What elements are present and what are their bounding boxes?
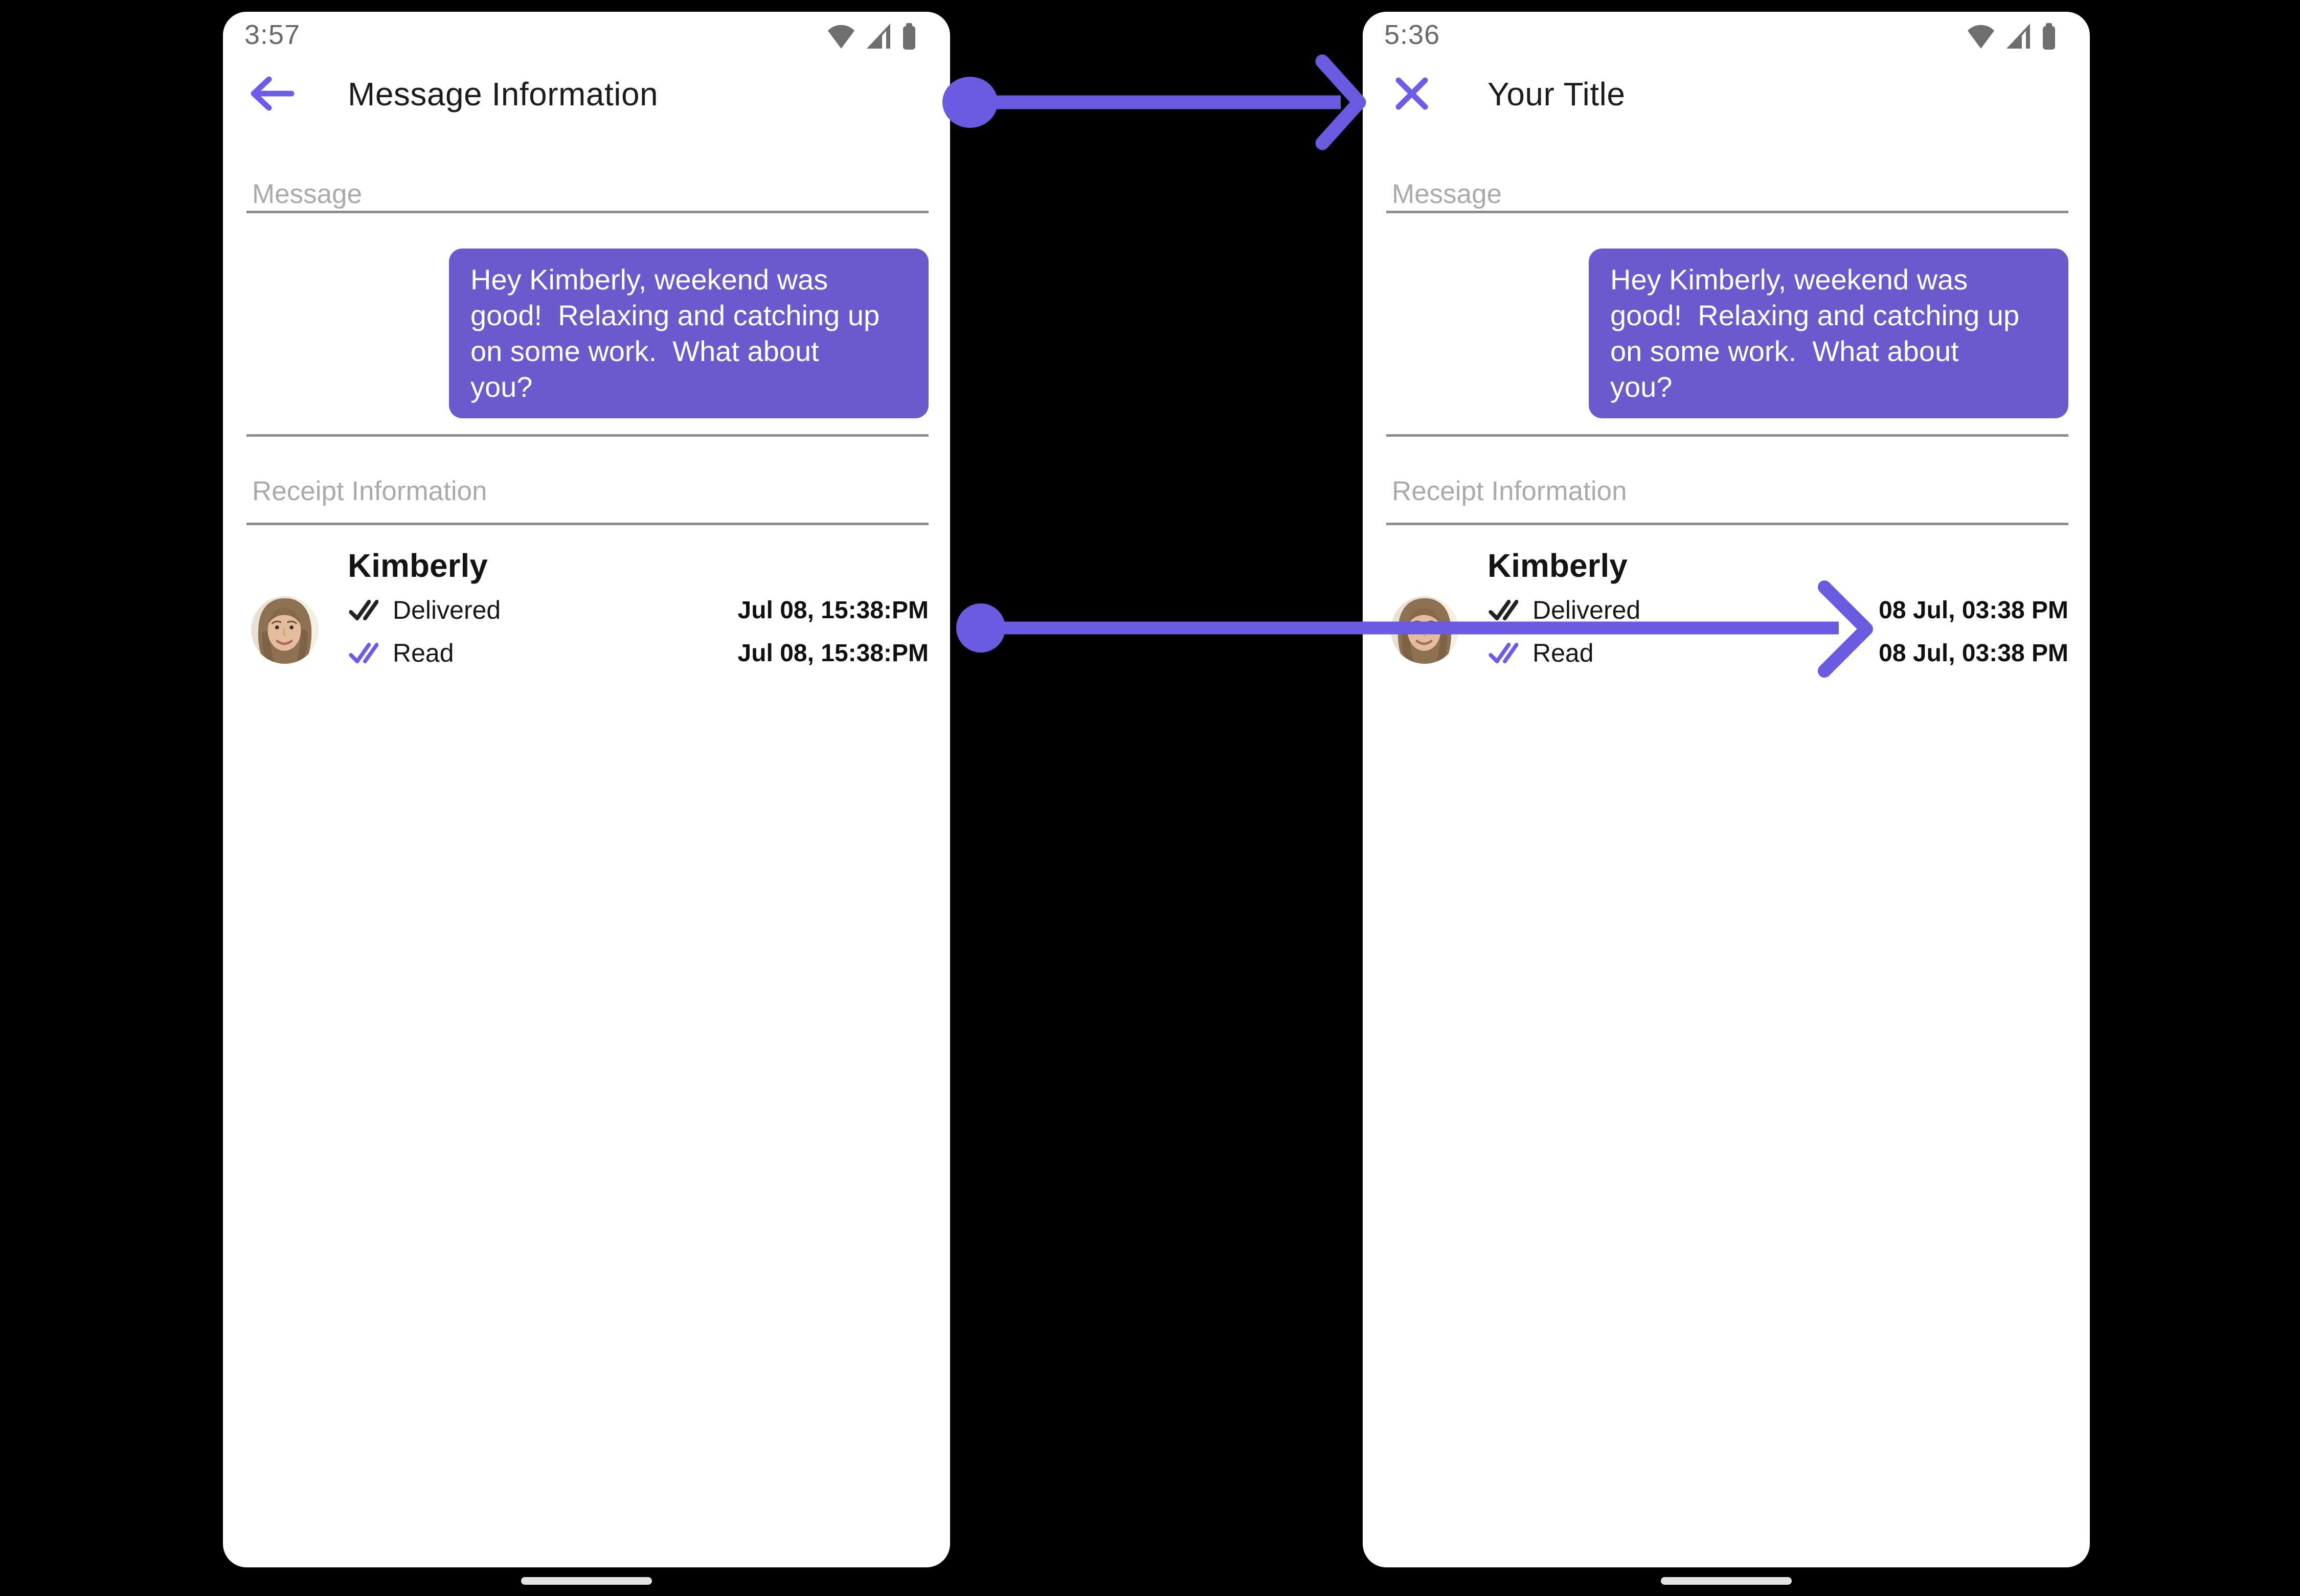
cellular-signal-icon — [2005, 22, 2032, 50]
avatar-image — [251, 596, 319, 664]
divider — [1386, 523, 2068, 525]
message-section-label: Message — [1392, 179, 1502, 209]
status-bar-time: 5:36 — [1384, 19, 1440, 50]
receipt-timestamp: Jul 08, 15:38:PM — [737, 596, 929, 624]
battery-icon — [901, 22, 917, 51]
receipt-status-label: Delivered — [393, 596, 501, 624]
message-section-label: Message — [252, 179, 363, 209]
receipt-status-label: Read — [1532, 639, 1594, 667]
message-bubble: Hey Kimberly, weekend was good! Relaxing… — [449, 249, 929, 418]
status-bar-time: 3:57 — [244, 19, 301, 50]
home-indicator[interactable] — [1661, 1577, 1792, 1585]
double-check-icon — [349, 599, 378, 621]
page-title: Message Information — [348, 76, 659, 113]
home-indicator[interactable] — [521, 1577, 652, 1585]
receipt-row-delivered: Delivered 08 Jul, 03:38 PM — [1489, 591, 2068, 630]
receipt-timestamp: 08 Jul, 03:38 PM — [1879, 639, 2068, 667]
double-check-icon — [1489, 642, 1518, 664]
avatar — [251, 596, 319, 664]
battery-icon — [2041, 22, 2057, 51]
receipt-timestamp: Jul 08, 15:38:PM — [737, 639, 929, 667]
receipt-section-label: Receipt Information — [1392, 476, 1627, 506]
header-change-arrow — [942, 54, 1366, 150]
divider — [246, 211, 929, 213]
receipt-status-label: Read — [393, 639, 454, 667]
close-button[interactable] — [1388, 71, 1435, 118]
divider — [246, 434, 929, 437]
wifi-icon — [826, 22, 856, 50]
receipt-section-label: Receipt Information — [252, 476, 487, 506]
page-title: Your Title — [1487, 76, 1626, 113]
receipt-status-label: Delivered — [1532, 596, 1641, 624]
close-x-icon — [1394, 76, 1429, 114]
status-bar-icons — [826, 22, 917, 51]
divider — [246, 523, 929, 525]
divider — [1386, 434, 2068, 437]
double-check-icon — [1489, 599, 1518, 621]
cellular-signal-icon — [865, 22, 892, 50]
receipt-row-read: Read 08 Jul, 03:38 PM — [1489, 634, 2068, 672]
contact-name: Kimberly — [1487, 547, 1628, 584]
back-button[interactable] — [249, 71, 296, 118]
phone-screenshot-before: 3:57 — [223, 12, 950, 1567]
contact-name: Kimberly — [348, 547, 488, 584]
avatar-image — [1391, 596, 1458, 664]
wifi-icon — [1966, 22, 1996, 50]
phone-screenshot-after: 5:36 — [1363, 12, 2090, 1567]
receipt-row-read: Read Jul 08, 15:38:PM — [349, 634, 929, 672]
avatar — [1391, 596, 1458, 664]
double-check-icon — [349, 642, 378, 664]
divider — [1386, 211, 2068, 213]
message-bubble: Hey Kimberly, weekend was good! Relaxing… — [1589, 249, 2068, 418]
back-arrow-icon — [250, 75, 295, 115]
receipt-row-delivered: Delivered Jul 08, 15:38:PM — [349, 591, 929, 630]
status-bar-icons — [1966, 22, 2057, 51]
receipt-timestamp: 08 Jul, 03:38 PM — [1879, 596, 2068, 624]
